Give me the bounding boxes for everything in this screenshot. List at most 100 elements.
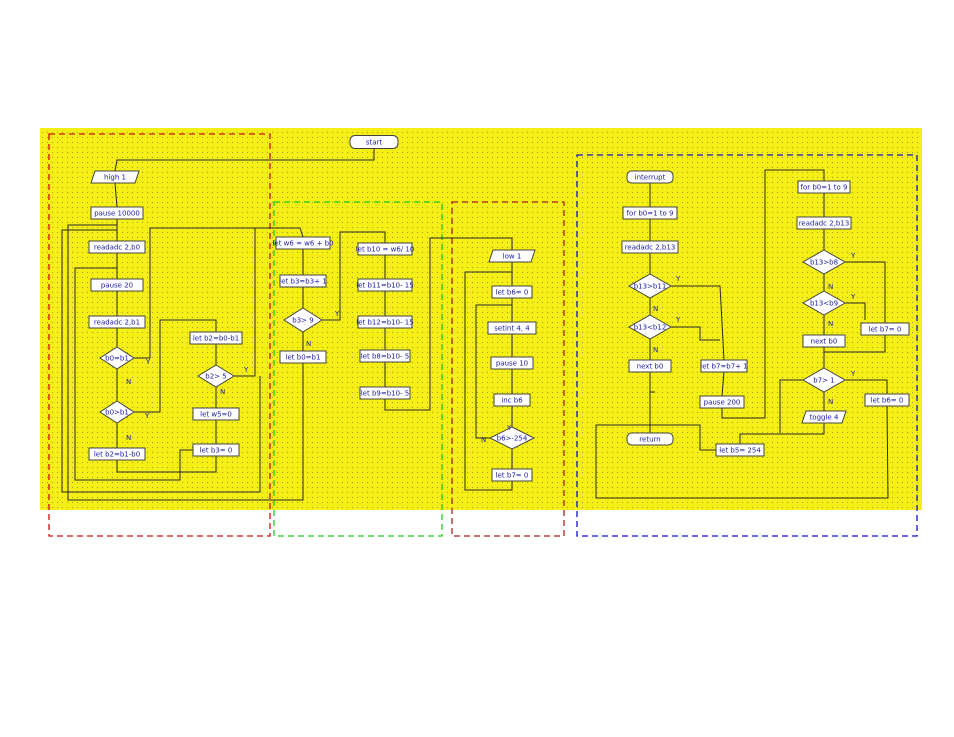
node-label: let b3=b3+ 1 xyxy=(279,278,326,286)
node-label: return xyxy=(639,436,660,444)
node-label: let b2=b1-b0 xyxy=(94,451,140,459)
node-label: readadc 2,b13 xyxy=(625,244,676,252)
branch-label-no: N xyxy=(126,378,131,386)
connector xyxy=(824,335,886,353)
node-let-b3-inc: let b3=b3+ 1 xyxy=(279,274,327,288)
node-label: let b7= 0 xyxy=(869,326,902,334)
node-label: readadc 2,b0 xyxy=(94,244,140,252)
branch-label-yes: Y xyxy=(144,412,150,420)
node-label: let b7= 0 xyxy=(496,472,529,480)
node-pause10000: pause 10000 xyxy=(90,206,144,220)
node-inc-b6: inc b6 xyxy=(493,393,531,407)
branch-label-no: N xyxy=(653,305,658,313)
node-for-b0-l: for b0=1 to 9 xyxy=(622,206,678,220)
branch-label-no: N xyxy=(220,388,225,396)
node-label: pause 200 xyxy=(704,399,741,407)
connector xyxy=(671,326,720,341)
node-readadc-b13-r: readadc 2,b13 xyxy=(796,216,852,230)
grid-background xyxy=(40,128,922,510)
node-label: let b11=b10- 15 xyxy=(356,282,413,290)
node-label: let b2=b0-b1 xyxy=(193,335,239,343)
connector xyxy=(595,405,889,499)
node-d-b13-lt-b9: b13<b9 xyxy=(801,290,847,316)
node-d-b13-gt-b8: b13>b8 xyxy=(801,249,847,275)
node-readadc-b1: readadc 2,b1 xyxy=(88,315,146,329)
branch-label-no: N xyxy=(828,283,833,291)
node-label: b2> 5 xyxy=(205,373,226,381)
connector xyxy=(475,304,512,439)
node-interrupt: interrupt xyxy=(626,170,674,184)
node-pause10: pause 10 xyxy=(490,356,534,370)
node-readadc-b13-l: readadc 2,b13 xyxy=(621,240,679,254)
node-label: setint 4, 4 xyxy=(494,325,530,333)
branch-label-no: N xyxy=(653,346,658,354)
node-label: b6>-254 xyxy=(497,435,528,443)
node-d-b0-gt-b1: b0>b1 xyxy=(99,400,135,424)
connector xyxy=(671,285,725,361)
node-low1: low 1 xyxy=(488,249,536,263)
node-let-b7-inc: let b7=b7+ 1 xyxy=(700,359,748,373)
node-setint: setint 4, 4 xyxy=(487,321,537,335)
region-main-loop xyxy=(48,133,271,537)
node-label: let b10 = w6/ 10 xyxy=(356,246,415,254)
node-label: let w5=0 xyxy=(200,411,232,419)
node-label: let b9=b10- 5 xyxy=(361,390,410,398)
node-let-b2-b0-b1: let b2=b0-b1 xyxy=(189,331,243,345)
node-toggle4: toggle 4 xyxy=(801,410,847,424)
region-timer xyxy=(451,201,565,537)
branch-label-yes: Y xyxy=(334,310,340,318)
branch-label-yes: Y xyxy=(506,424,512,432)
connector xyxy=(845,302,866,320)
node-d-b3-gt-9: b3> 9 xyxy=(283,307,323,333)
node-let-b11: let b11=b10- 15 xyxy=(356,278,414,292)
node-label: start xyxy=(366,139,383,147)
node-let-b6-0-r: let b6= 0 xyxy=(864,393,910,407)
node-d-b0-eq-b1: b0=b1 xyxy=(99,346,135,370)
node-label: b7> 1 xyxy=(813,377,834,385)
connector xyxy=(721,169,825,419)
node-label: b13>b8 xyxy=(810,259,838,267)
region-average xyxy=(273,201,443,537)
node-return: return xyxy=(626,432,674,446)
branch-label-yes: Y xyxy=(145,358,151,366)
branch-label-no: N xyxy=(828,320,833,328)
node-label: pause 20 xyxy=(101,282,133,290)
connector xyxy=(114,182,118,208)
node-let-b7-0-mid: let b7= 0 xyxy=(491,468,533,482)
node-let-b2-b1-b0: let b2=b1-b0 xyxy=(88,447,146,461)
node-let-b5: let b5= 254 xyxy=(715,443,765,457)
node-let-b10: let b10 = w6/ 10 xyxy=(356,242,415,256)
node-next-b0-l: next b0 xyxy=(628,359,672,373)
connector xyxy=(234,228,256,377)
node-high1: high 1 xyxy=(90,170,140,184)
node-label: b3> 9 xyxy=(292,317,313,325)
node-label: b13>b11 xyxy=(634,283,667,291)
branch-label-no: N xyxy=(828,398,833,406)
branch-label-no: N xyxy=(306,340,311,348)
connector xyxy=(114,148,375,172)
region-interrupt xyxy=(576,154,918,537)
node-d-b13-gt-b11: b13>b11 xyxy=(627,273,673,299)
node-d-b2-gt-5: b2> 5 xyxy=(197,364,235,388)
connector xyxy=(721,371,725,397)
node-label: b0=b1 xyxy=(105,355,129,363)
connector xyxy=(322,231,386,321)
node-label: toggle 4 xyxy=(810,414,839,422)
node-label: readadc 2,b1 xyxy=(94,319,140,327)
branch-label-yes: Y xyxy=(850,252,856,260)
connector xyxy=(384,237,513,411)
connector xyxy=(779,379,803,433)
node-label: let b5= 254 xyxy=(719,447,761,455)
node-label: interrupt xyxy=(635,174,666,182)
node-pause200: pause 200 xyxy=(699,395,745,409)
node-label: let b6= 0 xyxy=(871,397,904,405)
node-d-b13-lt-b12: b13<b12 xyxy=(627,314,673,340)
node-label: let b0=b1 xyxy=(286,354,321,362)
node-label: b13<b12 xyxy=(634,324,667,332)
node-label: let b7=b7+ 1 xyxy=(700,363,747,371)
node-start: start xyxy=(349,135,399,149)
node-label: pause 10000 xyxy=(94,210,140,218)
node-let-w5-0: let w5=0 xyxy=(192,407,240,421)
branch-label-no: N xyxy=(126,434,131,442)
